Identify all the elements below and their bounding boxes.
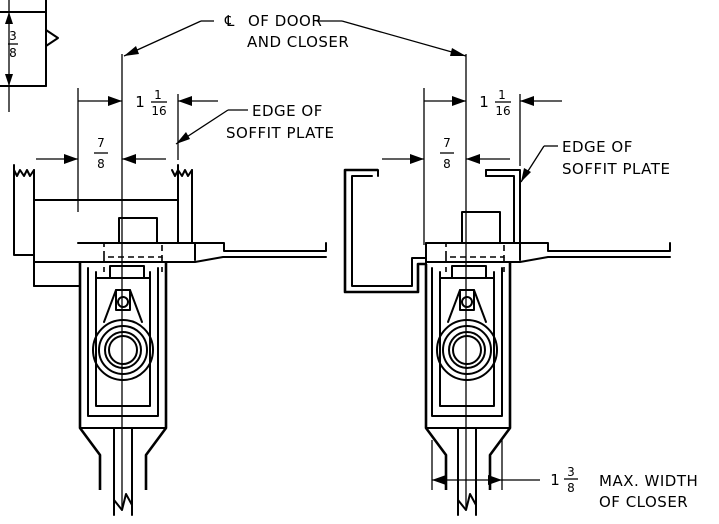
right-offset-num: 1 [498, 88, 506, 102]
left-seven-eighths-dimension: 7 8 [36, 136, 166, 171]
right-78-den: 8 [443, 157, 451, 171]
left-offset-num: 1 [154, 88, 162, 102]
closer-width-den: 8 [567, 481, 575, 495]
right-detail: 1 1 16 7 8 EDGE OF SOFFIT PLATE [343, 54, 698, 516]
right-offset-dimension: 1 1 16 [424, 88, 562, 118]
top-left-dim-den: 8 [9, 46, 17, 60]
max-width-label-line1: MAX. WIDTH [599, 472, 698, 490]
top-left-dimension: 3 8 [0, 0, 59, 112]
centerline-label: ℄ OF DOOR AND CLOSER [123, 12, 467, 57]
left-offset-dimension: 1 1 16 [78, 88, 218, 118]
closer-width-dimension: 1 3 8 MAX. WIDTH OF CLOSER [431, 440, 698, 511]
centerline-label-line2: AND CLOSER [247, 33, 349, 51]
left-edge-label-line2: SOFFIT PLATE [226, 124, 334, 142]
centerline-symbol: ℄ [224, 12, 235, 30]
centerline-label-line1: OF DOOR [248, 12, 322, 30]
right-edge-label-line1: EDGE OF [562, 138, 633, 156]
left-offset-whole: 1 [135, 93, 145, 111]
left-offset-den: 16 [151, 104, 166, 118]
right-offset-whole: 1 [479, 93, 489, 111]
max-width-label-line2: OF CLOSER [599, 493, 688, 511]
left-edge-label-line1: EDGE OF [252, 102, 323, 120]
closer-width-num: 3 [567, 465, 575, 479]
top-left-dim-num: 3 [9, 29, 17, 43]
right-edge-label-line2: SOFFIT PLATE [562, 160, 670, 178]
left-78-num: 7 [97, 136, 105, 150]
left-detail: 1 1 16 EDGE OF SOFFIT PLATE 7 8 [13, 54, 334, 516]
right-seven-eighths-dimension: 7 8 [382, 136, 510, 171]
right-78-num: 7 [443, 136, 451, 150]
right-edge-label: EDGE OF SOFFIT PLATE [520, 138, 670, 183]
left-78-den: 8 [97, 157, 105, 171]
left-edge-label: EDGE OF SOFFIT PLATE [175, 102, 334, 145]
closer-width-whole: 1 [550, 471, 560, 489]
right-offset-den: 16 [495, 104, 510, 118]
